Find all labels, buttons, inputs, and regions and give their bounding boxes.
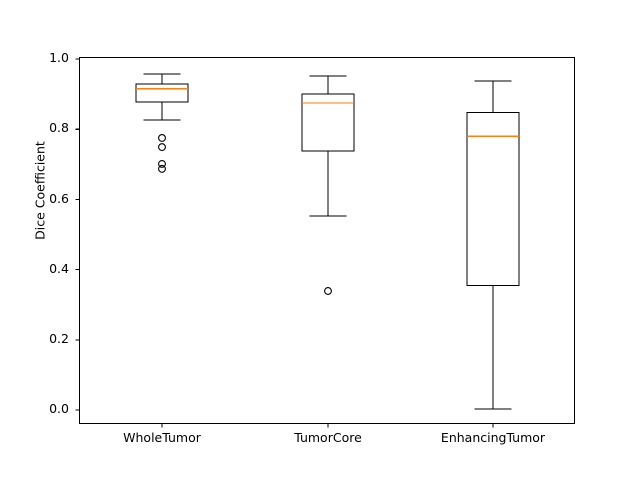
x-tick-label-wholetumor: WholeTumor: [123, 430, 201, 445]
x-tick-label-enhancingtumor: EnhancingTumor: [440, 430, 546, 445]
y-tick-label: 0.6: [49, 191, 69, 206]
y-tick-0.0: 0.0: [7, 401, 69, 417]
y-tick-label: 0.2: [49, 331, 69, 346]
y-tick-label: 0.4: [49, 261, 69, 276]
y-tick-label: 1.0: [49, 50, 69, 65]
y-tick-1.0: 1.0: [7, 50, 69, 66]
y-tick-0.6: 0.6: [7, 191, 69, 207]
y-tick-0.2: 0.2: [7, 331, 69, 347]
y-tick-0.8: 0.8: [7, 120, 69, 136]
y-tick-label: 0.8: [49, 120, 69, 135]
x-tick-label-tumorcore: TumorCore: [294, 430, 362, 445]
y-tick-0.4: 0.4: [7, 261, 69, 277]
plot-area: [79, 57, 575, 424]
y-tick-label: 0.0: [49, 401, 69, 416]
